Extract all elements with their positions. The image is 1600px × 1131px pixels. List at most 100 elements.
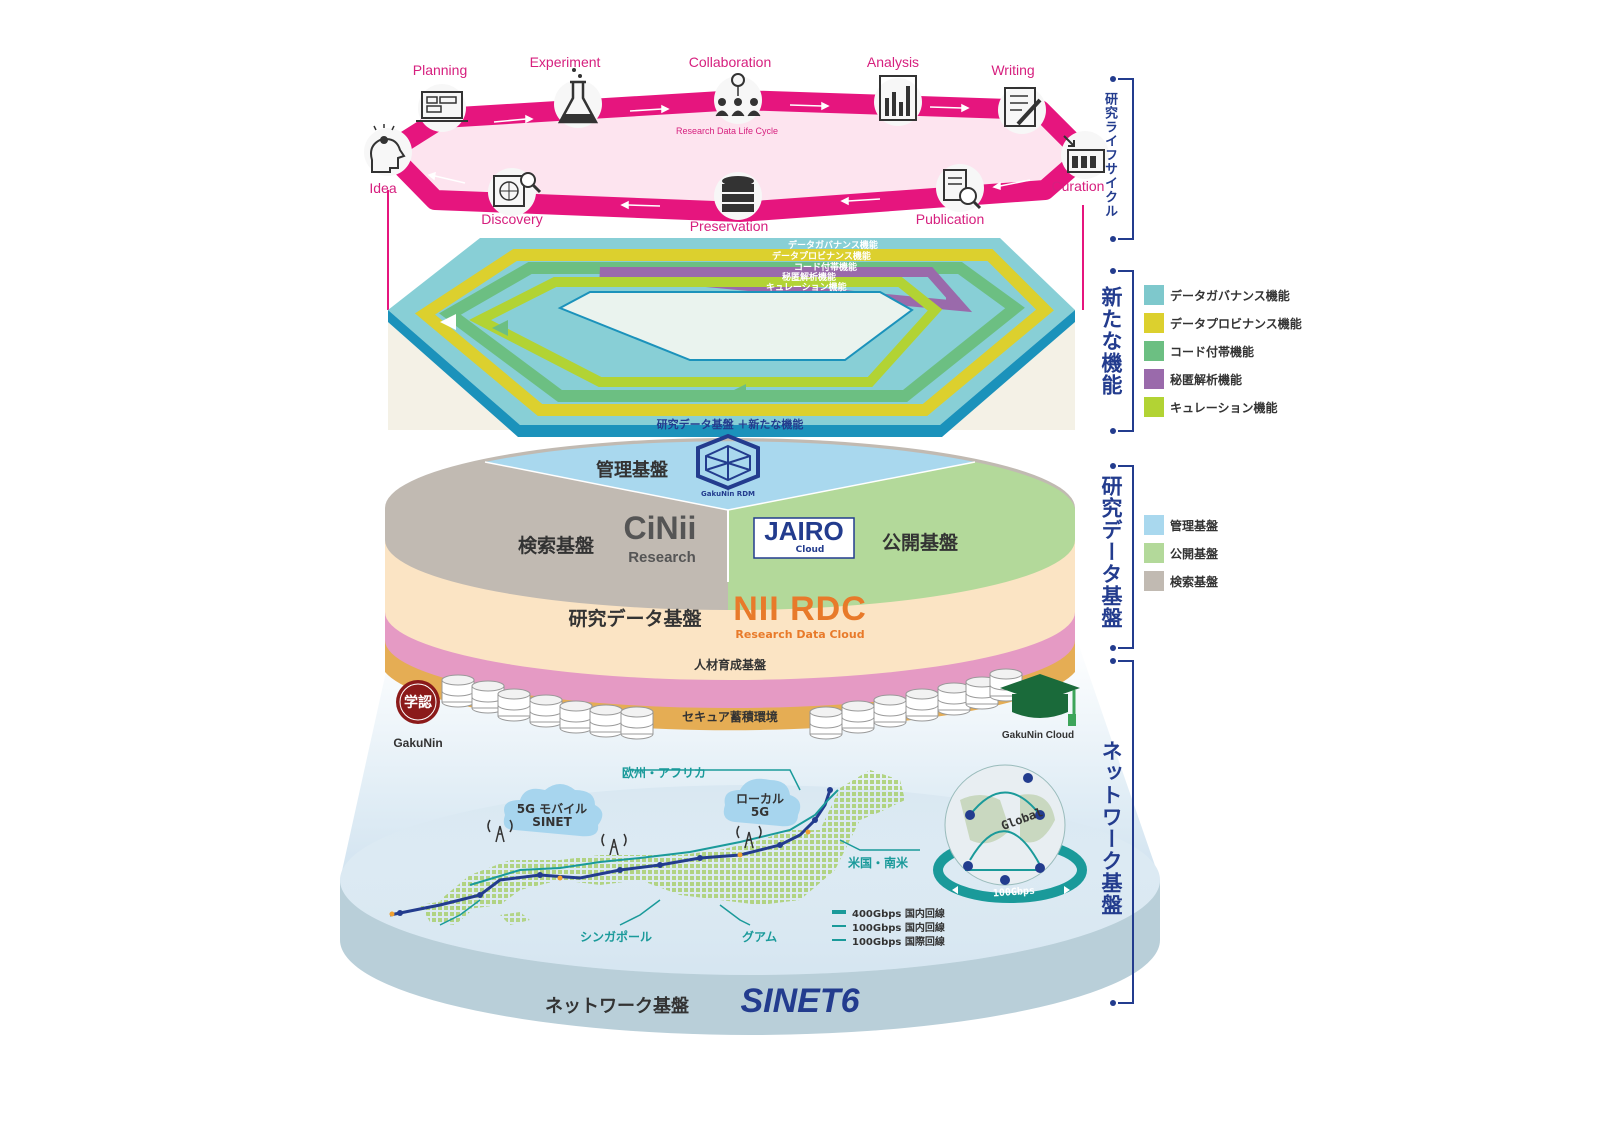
jairo-logo-text: JAIRO [764,516,844,546]
writing-icon [998,86,1046,134]
guam-label: グアム [742,930,778,944]
nii-rdc-logo-subtext: Research Data Cloud [735,628,865,641]
hr-label: 人材育成基盤 [693,658,767,672]
antenna-icon [487,819,762,856]
legend-research-data-swatch [1144,543,1164,563]
database-cylinder-icon [873,694,907,728]
curation-icon [1061,131,1109,179]
legend-new-function-label: コード付帯機能 [1170,344,1255,359]
bracket-new-functions-title: 新たな機能 [1099,286,1123,396]
network-base-label: ネットワーク基盤 [545,996,689,1017]
database-cylinder-icon [497,688,531,722]
database-cylinder-icon [620,706,654,740]
legend-new-function-item: データガバナンス機能 [1144,285,1290,305]
legend-research-data-item: 管理基盤 [1144,515,1218,535]
arrow-label-confidential: 秘匿解析機能 [782,273,837,283]
arrow-label-governance: データガバナンス機能 [788,241,878,251]
analysis-icon [874,75,922,126]
cinii-logo-text: CiNii [623,510,697,546]
jairo-logo-box [753,517,855,559]
europe-africa-label: 欧州・アフリカ [622,766,707,780]
network-legend-100g-domestic: 100Gbps 国内回線 [852,923,945,934]
legend-research-data-label: 管理基盤 [1170,518,1219,533]
storage-cylinders [441,668,1023,740]
lifecycle-label-curation: Curation [1051,178,1105,194]
legend-new-function-label: 秘匿解析機能 [1170,372,1243,387]
us-latam-label: 米国・南米 [848,856,909,870]
experiment-icon [554,68,602,128]
lifecycle-label-writing: Writing [991,62,1035,78]
mobile-5g-label-line2: SINET [532,815,572,829]
local-5g-label-line2: 5G [750,805,770,819]
cinii-logo-subtext: Research [628,549,696,566]
singapore-label: シンガポール [580,930,653,944]
database-cylinder-icon [589,704,623,738]
gakunin-seal-text: 学認 [404,695,432,711]
graduation-cap-icon [1000,674,1080,726]
database-cylinder-icon [441,674,475,708]
gakunin-rdm-logo-icon [696,433,760,491]
legend-new-function-label: キュレーション機能 [1170,400,1278,415]
management-label: 管理基盤 [596,460,668,481]
idea-icon [364,124,412,176]
gakunin-rdm-logo-text: GakuNin RDM [701,490,755,498]
gakunin-logo-text: GakuNin [393,736,443,750]
bracket-lifecycle-title: 研究ライフサイクル [1102,92,1117,218]
local-5g-cloud [723,778,801,827]
gakunin-seal-icon [396,680,440,724]
database-cylinder-icon [905,688,939,722]
lifecycle-label-preservation: Preservation [689,218,769,234]
database-cylinder-icon [809,706,843,740]
legend-new-function-swatch [1144,369,1164,389]
lifecycle-label-analysis: Analysis [866,54,920,70]
legend-new-function-item: 秘匿解析機能 [1144,369,1242,389]
legend-research-data-label: 検索基盤 [1170,574,1219,589]
legend-new-function-label: データガバナンス機能 [1170,288,1290,303]
legend-research-data-item: 検索基盤 [1144,571,1218,591]
network-legend-lines [832,910,846,941]
new-functions-layer [388,238,1075,437]
network-legend-400g: 400Gbps 国内回線 [852,909,945,920]
network-legend-100g-international: 100Gbps 国際回線 [852,937,945,948]
global-globe [933,764,1087,903]
research-data-label: 研究データ基盤 [568,608,702,630]
legend-new-function-swatch [1144,397,1164,417]
lifecycle-center-label: Research Data Life Cycle [675,126,779,136]
lifecycle-icons [364,68,1109,220]
bracket-network-title: ネットワーク基盤 [1099,740,1123,916]
legend-research-data-swatch [1144,515,1164,535]
lifecycle-label-idea: Idea [369,180,397,196]
lifecycle-label-planning: Planning [412,62,468,78]
legend-new-function-item: コード付帯機能 [1144,341,1254,361]
sinet6-logo-text: SINET6 [740,982,860,1020]
lifecycle-ring-fill [388,100,1085,212]
ring-arrows [952,886,1070,894]
database-cylinder-icon [559,700,593,734]
legend-research-data-label: 公開基盤 [1170,546,1219,561]
preservation-icon [714,172,762,220]
bracket-lifecycle [1110,76,1134,242]
japan-map [389,769,920,926]
arrow-label-curation: キュレーション機能 [766,283,847,293]
arrow-label-code: コード付帯機能 [794,263,858,273]
mobile-5g-cloud [503,784,603,837]
legend-research-data-item: 公開基盤 [1144,543,1218,563]
disc-stack [385,438,1075,731]
lifecycle-label-experiment: Experiment [529,54,601,70]
nii-rdc-logo-text: NII RDC [733,590,867,628]
planning-icon [416,84,468,132]
legend-new-function-swatch [1144,313,1164,333]
bracket-research-data-title: 研究データ基盤 [1099,475,1123,629]
bracket-research-data [1110,463,1134,651]
database-cylinder-icon [937,682,971,716]
storage-label: セキュア蓄積環境 [682,710,778,724]
lifecycle-label-collaboration: Collaboration [688,54,772,70]
discovery-icon [488,168,542,216]
legend-new-function-item: キュレーション機能 [1144,397,1278,417]
lifecycle-label-publication: Publication [915,211,985,227]
bracket-network [1110,658,1134,1006]
collaboration-icon [714,73,762,124]
database-cylinder-icon [529,694,563,728]
